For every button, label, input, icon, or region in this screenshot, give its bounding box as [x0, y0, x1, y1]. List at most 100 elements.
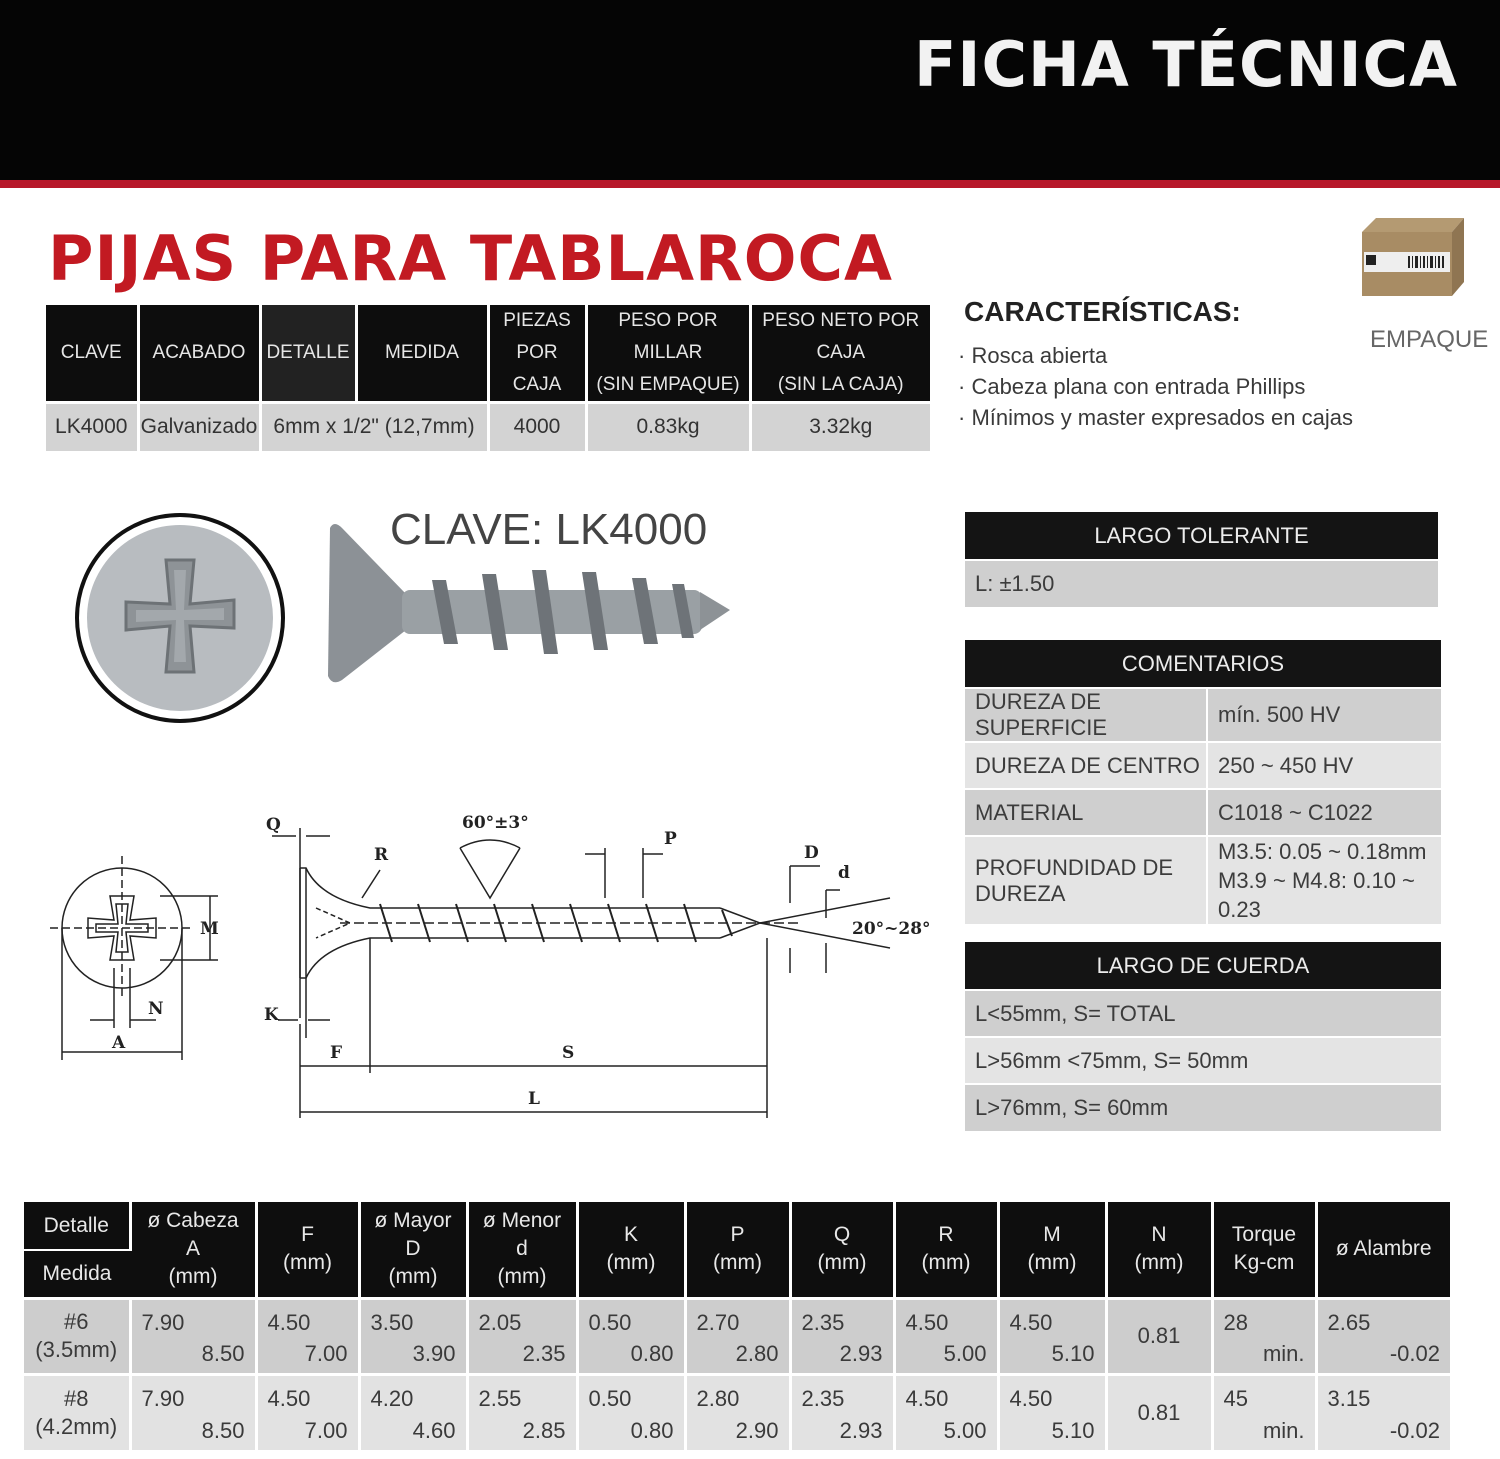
dim-label-r: R: [374, 845, 389, 865]
cell-min: 4.50: [1009, 1385, 1053, 1411]
cell-peso-neto: 3.32kg: [750, 401, 930, 451]
header-banner: [0, 0, 1500, 180]
header-f: F(mm): [256, 1202, 361, 1298]
cell-detalle-medida: (4.2mm): [35, 1413, 118, 1439]
largo-tolerante-table: LARGO TOLERANTE L: ±1.50: [965, 512, 1438, 607]
header-torque-line1: Torque: [1231, 1223, 1297, 1247]
comentario-label: DUREZA DE SUPERFICIE: [965, 687, 1207, 742]
package-box-image: [1362, 218, 1464, 296]
header-k-line1: K: [623, 1223, 638, 1247]
header-r-line1: R: [938, 1223, 954, 1247]
cell-min: 0.50: [588, 1385, 632, 1411]
header-q-line2: (mm): [817, 1251, 867, 1275]
cell-max: 2.93: [839, 1340, 883, 1366]
photo-clave-label: CLAVE: LK4000: [390, 505, 708, 554]
comentario-value-line1: M3.5: 0.05 ~ 0.18mm: [1218, 839, 1427, 864]
list-item: Cabeza plana con entrada Phillips: [958, 371, 1353, 402]
header-peso-millar-line1: PESO POR MILLAR: [618, 310, 718, 363]
largo-tolerante-title: LARGO TOLERANTE: [965, 512, 1438, 560]
dim-label-k: K: [264, 1005, 280, 1025]
cell-max: 5.10: [1051, 1340, 1095, 1366]
header-p-line2: (mm): [713, 1251, 762, 1275]
cell-min: 2.35: [801, 1385, 845, 1411]
features-list: Rosca abierta Cabeza plana con entrada P…: [958, 340, 1353, 433]
table-row: MATERIAL C1018 ~ C1022: [965, 788, 1441, 836]
cell-min: 28: [1223, 1309, 1248, 1335]
cell-max: 2.85: [522, 1418, 566, 1443]
cell-detalle-num: #8: [64, 1385, 89, 1411]
header-q-line1: Q: [833, 1223, 851, 1247]
largo-cuerda-title: LARGO DE CUERDA: [965, 942, 1441, 990]
packaging-label: EMPAQUE: [1370, 326, 1489, 353]
cell-min: 4.50: [267, 1385, 311, 1411]
comentarios-title: COMENTARIOS: [965, 640, 1441, 688]
cell-max: min.: [1262, 1340, 1305, 1366]
cell-medida: 6mm x 1/2" (12,7mm): [260, 401, 490, 451]
dim-label-thread-angle: 60°±3°: [462, 813, 529, 833]
cell-min: 2.05: [478, 1309, 522, 1335]
header-accent-stripe: [0, 180, 1500, 188]
header-medida: Medida: [24, 1250, 130, 1298]
dim-label-a: A: [111, 1033, 126, 1053]
header-clave: CLAVE: [46, 305, 140, 403]
largo-cuerda-row: L<55mm, S= TOTAL: [965, 989, 1441, 1037]
comentario-value-line2: M3.9 ~ M4.8: 0.10 ~ 0.23: [1218, 868, 1415, 922]
comentarios-table: COMENTARIOS DUREZA DE SUPERFICIE mín. 50…: [965, 640, 1441, 924]
technical-drawing: M N A: [50, 813, 930, 1118]
cell-max: 5.00: [943, 1340, 987, 1366]
cell-n: 0.81: [1106, 1296, 1214, 1374]
cell-k: 0.50 0.80: [577, 1372, 687, 1450]
comentario-value: 250 ~ 450 HV: [1206, 741, 1441, 789]
table-row: LK4000 Galvanizado 6mm x 1/2" (12,7mm) 4…: [46, 401, 930, 451]
cell-min: 4.50: [905, 1385, 949, 1411]
header-r-line2: (mm): [921, 1251, 971, 1275]
header-f-line1: F: [301, 1223, 314, 1247]
header-m: M(mm): [998, 1202, 1108, 1298]
largo-tolerante-value: L: ±1.50: [965, 559, 1438, 607]
dim-label-q: Q: [266, 815, 281, 835]
header-p: P (mm): [685, 1202, 792, 1298]
page-title: FICHA TÉCNICA: [914, 28, 1458, 101]
largo-cuerda-row: L>56mm <75mm, S= 50mm: [965, 1036, 1441, 1084]
product-title: PIJAS PARA TABLAROCA: [48, 222, 893, 295]
cell-max: 2.80: [735, 1340, 779, 1366]
header-torque-line2: Kg-cm: [1233, 1251, 1295, 1275]
cell-max: 8.50: [201, 1340, 245, 1366]
cell-max: -0.02: [1389, 1340, 1440, 1366]
header-menor-line2: d: [516, 1237, 528, 1261]
dim-label-l: L: [528, 1089, 540, 1109]
dim-label-n: N: [148, 999, 164, 1019]
header-peso-neto-line2: (SIN LA CAJA): [777, 374, 904, 395]
cell-detalle: #8(4.2mm): [24, 1372, 132, 1450]
dim-label-d-major: D: [804, 843, 819, 863]
cell-max: -0.02: [1389, 1418, 1440, 1443]
cell-min: 2.65: [1327, 1309, 1371, 1335]
header-cabeza-line1: ø Cabeza: [147, 1209, 239, 1233]
cell-max: 0.80: [630, 1418, 674, 1443]
header-piezas-line1: PIEZAS: [503, 310, 571, 331]
comentario-label: DUREZA DE CENTRO: [965, 741, 1207, 789]
cell-min: 2.80: [696, 1385, 740, 1411]
table-row: PROFUNDIDAD DE DUREZA M3.5: 0.05 ~ 0.18m…: [965, 835, 1441, 924]
header-menor-line3: (mm): [497, 1265, 547, 1289]
header-acabado: ACABADO: [138, 305, 262, 403]
header-cabeza-line2: A: [185, 1237, 200, 1261]
table-row: DUREZA DE CENTRO 250 ~ 450 HV: [965, 741, 1441, 789]
header-p-line1: P: [730, 1223, 745, 1247]
